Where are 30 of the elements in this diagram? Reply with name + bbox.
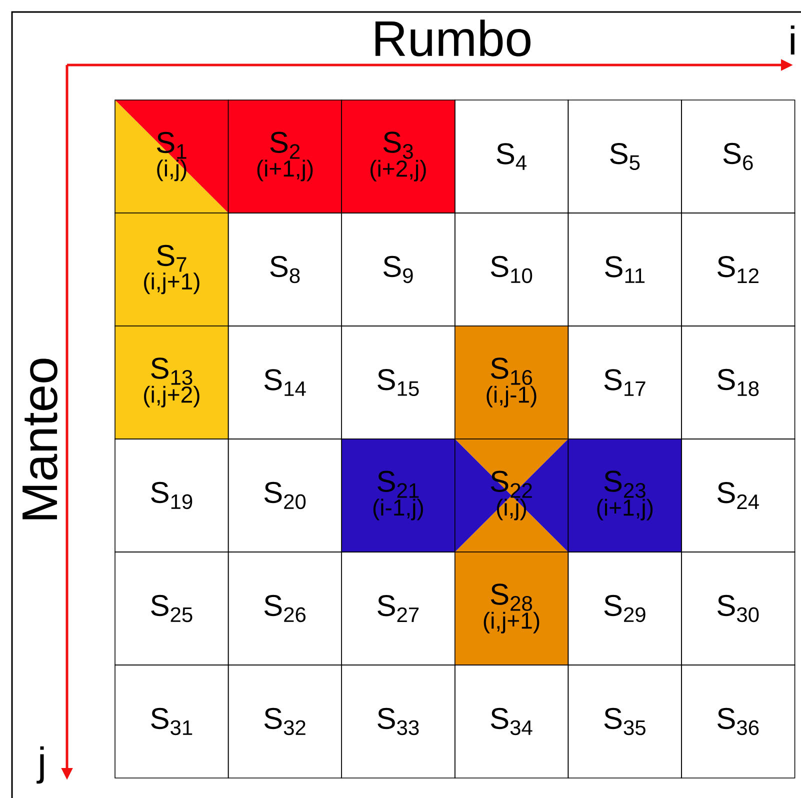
axis-title: Manteo — [22, 358, 58, 520]
grid-cell: S$_{30}$ — [681, 552, 796, 666]
grid-cell: S$_{3}$ (i+2,j) — [341, 100, 456, 214]
grid-cell: S$_{29}$ — [568, 552, 682, 666]
axis-label: j — [36, 746, 44, 784]
grid-cell: S$_{31}$ — [114, 664, 229, 778]
grid-cell: S$_{34}$ — [454, 664, 569, 778]
axis-label: i — [790, 26, 794, 54]
grid-cell: S$_{25}$ — [114, 552, 229, 666]
grid-cell: S$_{18}$ — [681, 326, 796, 440]
grid-cell: S$_{9}$ — [341, 212, 456, 326]
grid-cell: S$_{11}$ — [568, 212, 682, 326]
grid-cell: S$_{4}$ — [454, 100, 569, 214]
grid-cell: S$_{32}$ — [228, 664, 342, 778]
grid-cell: S$_{1}$ (i,j) — [114, 100, 229, 214]
grid-cell: S$_{14}$ — [228, 326, 342, 440]
grid-cell: S$_{26}$ — [228, 552, 342, 666]
grid-cell: S$_{7}$ (i,j+1) — [114, 212, 229, 326]
grid-cell: S$_{24}$ — [681, 438, 796, 552]
grid-cell: S$_{33}$ — [341, 664, 456, 778]
grid-cell: S$_{2}$ (i+1,j) — [228, 100, 342, 214]
grid-cell: S$_{12}$ — [681, 212, 796, 326]
grid-cell: S$_{36}$ — [681, 664, 796, 778]
grid-cell: S$_{6}$ — [681, 100, 796, 214]
grid-cell: S$_{8}$ — [228, 212, 342, 326]
grid-cell: S$_{5}$ — [568, 100, 682, 214]
grid-cell: S$_{13}$ (i,j+2) — [114, 326, 229, 440]
grid-cell: S$_{35}$ — [568, 664, 682, 778]
grid-cell: S$_{19}$ — [114, 438, 229, 552]
axis-title: Rumbo — [376, 20, 530, 56]
